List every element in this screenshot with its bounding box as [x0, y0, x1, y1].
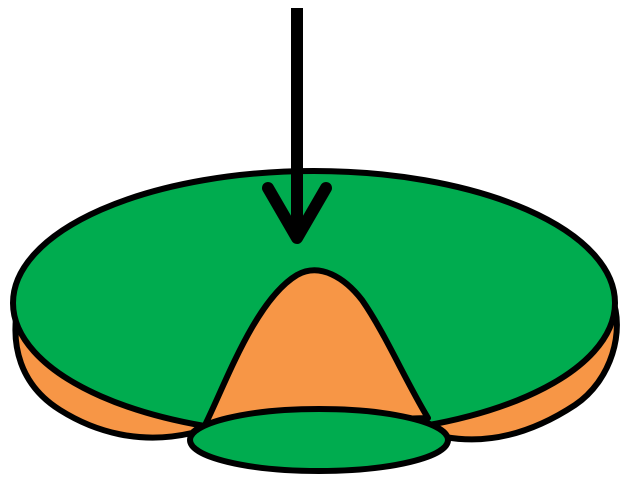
down-arrow-icon — [268, 8, 326, 238]
green-bottom-ellipse — [190, 409, 448, 471]
